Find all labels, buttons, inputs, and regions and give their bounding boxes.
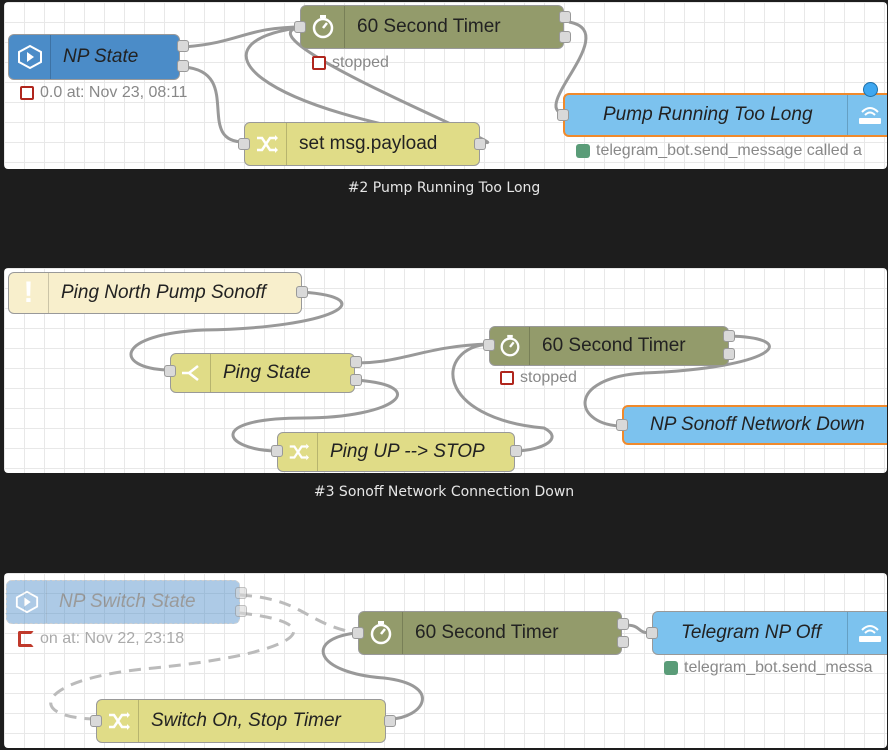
np-switch-node[interactable]: NP Switch State xyxy=(6,580,240,624)
switch-on-label: Switch On, Stop Timer xyxy=(151,710,341,731)
router-icon xyxy=(847,612,887,654)
switch-branch-icon xyxy=(171,354,211,392)
switch-on-node[interactable]: Switch On, Stop Timer xyxy=(96,699,386,743)
flow-caption: #3 Sonoff Network Connection Down xyxy=(313,484,575,500)
timer-icon xyxy=(490,327,530,365)
timer-node[interactable]: 60 Second Timer xyxy=(358,611,622,655)
input-port[interactable] xyxy=(294,21,306,33)
timer-label: 60 Second Timer xyxy=(357,16,501,37)
output-port[interactable] xyxy=(177,40,189,52)
input-port[interactable] xyxy=(238,138,250,150)
output-port[interactable] xyxy=(559,11,571,23)
status-ok-icon xyxy=(664,661,678,675)
status-ok-icon xyxy=(576,144,590,158)
input-port[interactable] xyxy=(616,419,628,431)
flow-panel-sonoff-network: ! Ping North Pump Sonoff Ping State 60 S… xyxy=(4,268,887,473)
input-port[interactable] xyxy=(557,109,569,121)
set-payload-label: set msg.payload xyxy=(299,133,438,154)
output-port[interactable] xyxy=(235,605,247,617)
input-port[interactable] xyxy=(164,365,176,377)
ha-state-icon xyxy=(7,581,47,623)
ping-up-label: Ping UP --> STOP xyxy=(330,441,485,462)
output-port[interactable] xyxy=(350,356,362,368)
output-port[interactable] xyxy=(723,348,735,360)
output-port[interactable] xyxy=(510,445,522,457)
status-ring-icon xyxy=(18,631,34,647)
pump-running-status: telegram_bot.send_message called a xyxy=(576,142,862,160)
timer-node[interactable]: 60 Second Timer xyxy=(489,326,729,366)
telegram-node[interactable]: Telegram NP Off xyxy=(652,611,887,655)
timer-icon xyxy=(359,612,403,654)
timer-label: 60 Second Timer xyxy=(415,622,559,643)
output-port[interactable] xyxy=(350,374,362,386)
np-switch-status: on at: Nov 22, 23:18 xyxy=(18,630,184,648)
output-port[interactable] xyxy=(617,618,629,630)
pump-running-node[interactable]: Pump Running Too Long xyxy=(563,93,887,137)
telegram-label: Telegram NP Off xyxy=(681,622,822,643)
flow-panel-pump-running: NP State 0.0 at: Nov 23, 08:11 60 Second… xyxy=(4,2,887,169)
np-state-label: NP State xyxy=(63,46,139,67)
ping-state-label: Ping State xyxy=(223,362,311,383)
np-sonoff-label: NP Sonoff Network Down xyxy=(650,414,865,435)
change-shuffle-icon xyxy=(278,433,318,471)
timer-status: stopped xyxy=(312,54,389,72)
status-stop-icon xyxy=(20,86,34,100)
input-port[interactable] xyxy=(483,339,495,351)
alert-icon: ! xyxy=(9,273,49,313)
changed-indicator-dot xyxy=(863,82,878,97)
telegram-status: telegram_bot.send_messa xyxy=(664,659,873,677)
output-port[interactable] xyxy=(617,636,629,648)
output-port[interactable] xyxy=(559,31,571,43)
flow-panel-switch-state: NP Switch State on at: Nov 22, 23:18 60 … xyxy=(4,573,887,748)
input-port[interactable] xyxy=(352,627,364,639)
status-stop-icon xyxy=(312,56,326,70)
timer-node[interactable]: 60 Second Timer xyxy=(300,5,564,49)
input-port[interactable] xyxy=(646,627,658,639)
ping-up-node[interactable]: Ping UP --> STOP xyxy=(277,432,515,472)
np-state-status: 0.0 at: Nov 23, 08:11 xyxy=(20,84,187,102)
output-port[interactable] xyxy=(723,330,735,342)
output-port[interactable] xyxy=(474,138,486,150)
set-payload-node[interactable]: set msg.payload xyxy=(244,122,480,166)
flow-caption: #2 Pump Running Too Long xyxy=(347,180,541,196)
np-sonoff-node[interactable]: NP Sonoff Network Down xyxy=(622,405,887,445)
np-switch-label: NP Switch State xyxy=(59,591,196,612)
input-port[interactable] xyxy=(271,445,283,457)
ping-label: Ping North Pump Sonoff xyxy=(61,282,266,303)
change-shuffle-icon xyxy=(245,123,287,165)
np-state-node[interactable]: NP State xyxy=(8,34,180,80)
pump-running-label: Pump Running Too Long xyxy=(603,104,813,125)
timer-label: 60 Second Timer xyxy=(542,335,686,356)
router-icon xyxy=(847,95,887,135)
output-port[interactable] xyxy=(296,286,308,298)
output-port[interactable] xyxy=(384,715,396,727)
output-port[interactable] xyxy=(177,60,189,72)
ping-node[interactable]: ! Ping North Pump Sonoff xyxy=(8,272,302,314)
timer-status: stopped xyxy=(500,369,577,387)
change-shuffle-icon xyxy=(97,700,139,742)
status-stop-icon xyxy=(500,371,514,385)
output-port[interactable] xyxy=(235,587,247,599)
timer-icon xyxy=(301,6,345,48)
ha-state-icon xyxy=(9,35,51,79)
ping-state-node[interactable]: Ping State xyxy=(170,353,355,393)
wires xyxy=(129,290,771,453)
input-port[interactable] xyxy=(90,715,102,727)
